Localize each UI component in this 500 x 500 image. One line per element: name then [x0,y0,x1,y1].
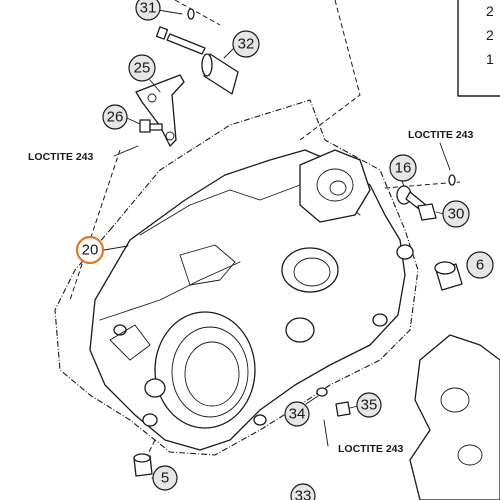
callout-5: 5 [151,465,178,491]
assembly-line [174,0,221,26]
svg-text:LOCTITE 243: LOCTITE 243 [28,151,94,163]
clutch-bore [154,311,256,429]
callout-16: 16 [389,154,417,187]
callout-32: 32 [223,30,260,59]
svg-text:25: 25 [134,60,151,77]
svg-text:30: 30 [448,206,465,223]
callout-34: 34 [284,395,319,427]
svg-text:33: 33 [295,488,312,500]
assembly-line [69,149,121,301]
svg-text:31: 31 [140,0,157,17]
fitting-34-35 [316,387,351,417]
loctite-label-1: LOCTITE 243 [28,145,139,163]
bushing-5 [133,453,153,477]
bolt-31 [155,8,206,55]
callout-31: 31 [135,0,183,21]
callout-20-highlighted: 20 [75,235,129,265]
clutch-cover [89,149,414,451]
svg-text:35: 35 [361,397,378,414]
spacer-32 [201,53,239,95]
svg-text:LOCTITE 243: LOCTITE 243 [408,129,474,141]
svg-text:20: 20 [82,242,99,259]
svg-text:32: 32 [238,36,255,53]
callout-6: 6 [466,251,494,279]
callout-30: 30 [435,200,470,228]
table-cell-1: 2 [486,3,494,19]
bracket-25 [135,74,185,147]
loctite-label-2: LOCTITE 243 [408,129,474,171]
gasket-outline [54,99,419,456]
callout-33: 33 [290,483,316,500]
bushing-6 [434,261,463,291]
table-cell-3: 1 [486,51,494,67]
svg-text:34: 34 [289,406,306,423]
assembly-line [299,0,361,141]
bolt-26 [139,119,163,133]
svg-text:16: 16 [395,160,412,177]
svg-text:26: 26 [107,109,124,126]
callout-35: 35 [349,392,382,418]
plug-30 [417,174,456,221]
table-cell-2: 2 [486,27,494,43]
svg-text:6: 6 [476,257,484,274]
svg-text:LOCTITE 243: LOCTITE 243 [338,443,404,455]
assembly-line [384,181,461,189]
crankcase-fragment [409,334,500,500]
parts-table-fragment: 2 2 1 [457,0,500,97]
callout-26: 26 [102,104,141,130]
bolt-16 [396,185,433,217]
callout-25: 25 [128,54,161,93]
loctite-label-3: LOCTITE 243 [323,419,404,455]
svg-text:5: 5 [161,470,169,487]
